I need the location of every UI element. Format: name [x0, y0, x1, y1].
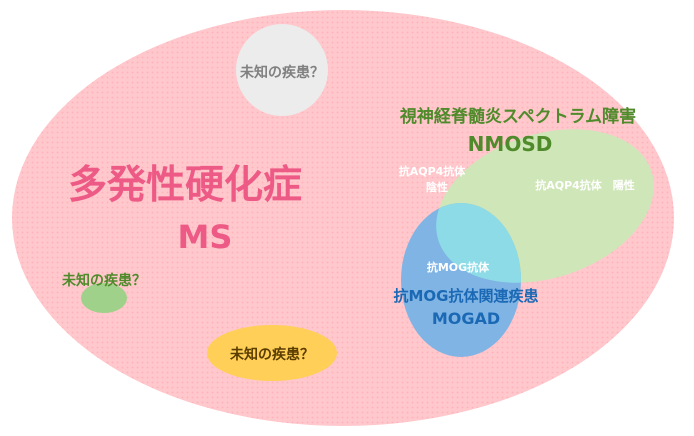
mog-antibody-label: 抗MOG抗体 [427, 260, 490, 274]
aqp4-negative-label-line1: 抗AQP4抗体 [399, 164, 467, 178]
unknown-disease-label-bottom: 未知の疾患？ [230, 346, 314, 363]
nmosd-title: 視神経脊髄炎スペクトラム障害 [399, 106, 636, 127]
ms-abbr: MS [178, 218, 233, 256]
aqp4-negative-label-line2: 陰性 [426, 180, 448, 194]
unknown-disease-label-left: 未知の疾患？ [62, 272, 146, 289]
unknown-disease-circle-bottom [207, 325, 337, 381]
nmosd-abbr: NMOSD [468, 132, 553, 156]
aqp4-positive-label: 抗AQP4抗体 陽性 [535, 178, 635, 192]
unknown-disease-circle-top [236, 24, 328, 116]
unknown-disease-label-top: 未知の疾患？ [240, 64, 324, 81]
mogad-title: 抗MOG抗体関連疾患 [394, 287, 539, 305]
mogad-abbr: MOGAD [432, 309, 500, 328]
ms-title: 多発性硬化症 [68, 163, 302, 208]
nmosd-mogad-overlap [436, 203, 521, 283]
unknown-disease-circle-left [81, 283, 127, 313]
